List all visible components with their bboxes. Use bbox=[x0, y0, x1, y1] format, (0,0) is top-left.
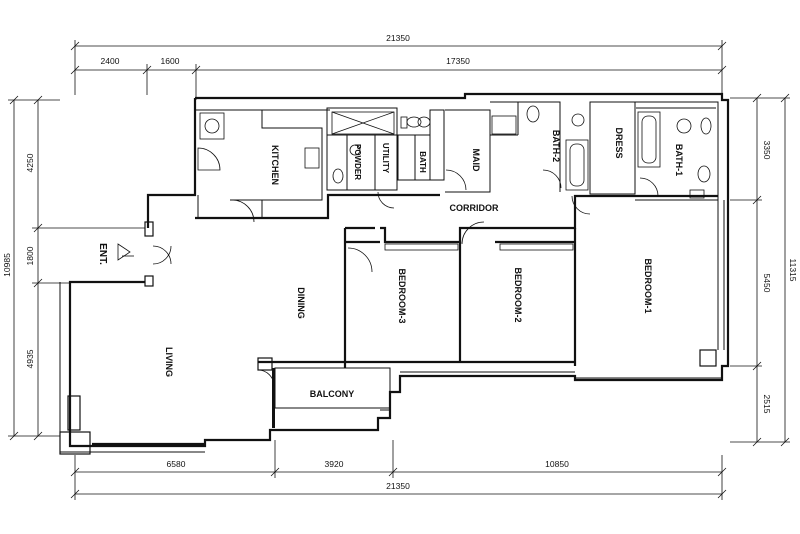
dim-top-seg2: 1600 bbox=[161, 56, 180, 66]
dim-right-seg2: 5450 bbox=[762, 274, 772, 293]
label-utility: UTILITY bbox=[381, 143, 390, 174]
dim-bottom-seg3: 10850 bbox=[545, 459, 569, 469]
dim-right-seg1: 3350 bbox=[762, 141, 772, 160]
dim-bottom-total: 21350 bbox=[386, 481, 410, 491]
door-swings bbox=[152, 147, 659, 387]
label-bedroom2: BEDROOM-2 bbox=[513, 267, 523, 322]
label-kitchen: KITCHEN bbox=[270, 145, 280, 185]
label-bedroom1: BEDROOM-1 bbox=[643, 258, 653, 313]
dim-top-total: 21350 bbox=[386, 33, 410, 43]
dim-left-total: 10985 bbox=[2, 253, 12, 277]
label-bath: BATH bbox=[418, 151, 427, 173]
label-bath2: BATH-2 bbox=[551, 130, 561, 162]
label-maid: MAID bbox=[471, 149, 481, 172]
label-dining: DINING bbox=[296, 287, 306, 319]
label-balcony: BALCONY bbox=[310, 389, 355, 399]
fixtures bbox=[117, 105, 712, 261]
label-corridor: CORRIDOR bbox=[450, 203, 499, 213]
dimension-labels: 21350 2400 1600 17350 6580 3920 10850 21… bbox=[2, 33, 798, 491]
dim-right-total: 11315 bbox=[788, 258, 798, 281]
label-living: LIVING bbox=[164, 347, 174, 377]
label-powder: POWDER bbox=[353, 144, 362, 180]
dim-top-seg3: 17350 bbox=[446, 56, 470, 66]
dim-bottom-seg2: 3920 bbox=[325, 459, 344, 469]
dim-left-seg1: 4250 bbox=[25, 153, 35, 172]
dim-top-seg1: 2400 bbox=[101, 56, 120, 66]
label-entrance: ENT. bbox=[97, 243, 108, 265]
room-labels: KITCHEN POWDER UTILITY BATH MAID BATH-2 … bbox=[97, 127, 684, 399]
dim-left-seg3: 4935 bbox=[25, 349, 35, 368]
outer-walls bbox=[59, 92, 730, 455]
label-bedroom3: BEDROOM-3 bbox=[397, 268, 407, 323]
dim-bottom-seg1: 6580 bbox=[167, 459, 186, 469]
dimension-lines bbox=[8, 40, 790, 500]
dim-right-seg3: 2515 bbox=[762, 395, 772, 414]
label-bath1: BATH-1 bbox=[674, 144, 684, 176]
internal-walls bbox=[195, 101, 725, 428]
label-dress: DRESS bbox=[614, 127, 624, 158]
dim-left-seg2: 1800 bbox=[25, 246, 35, 265]
